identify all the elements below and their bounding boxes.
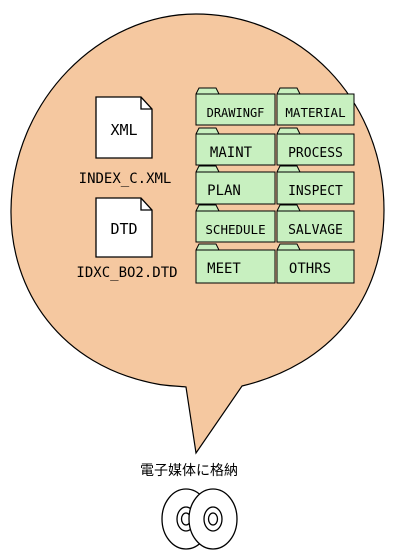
document-icon bbox=[95, 96, 153, 159]
folder-schedule: SCHEDULE bbox=[195, 204, 276, 243]
document-type-label: XML bbox=[110, 121, 137, 139]
dtd-document: DTD bbox=[95, 197, 153, 258]
folder-material: MATERIAL bbox=[276, 87, 355, 126]
folder-label: PROCESS bbox=[288, 146, 343, 161]
folder-process: PROCESS bbox=[276, 127, 355, 166]
folder-maint: MAINT bbox=[195, 127, 276, 166]
folder-label: MATERIAL bbox=[285, 105, 345, 120]
folder-meet: MEET bbox=[195, 243, 276, 284]
folder-othrs: OTHRS bbox=[276, 243, 355, 284]
folder-label: SALVAGE bbox=[288, 223, 343, 238]
folder-column-right: MATERIAL PROCESS INSPECT SALVAGE OTHRS bbox=[276, 87, 355, 284]
cd-disc-front bbox=[188, 488, 238, 550]
folder-inspect: INSPECT bbox=[276, 165, 355, 205]
storage-caption: 電子媒体に格納 bbox=[140, 463, 238, 479]
folder-label: MEET bbox=[207, 261, 241, 277]
xml-filename: INDEX_C.XML bbox=[79, 171, 172, 187]
folder-label: INSPECT bbox=[288, 184, 343, 199]
folder-label: SCHEDULE bbox=[205, 222, 265, 237]
cd-disc-icon bbox=[161, 488, 238, 550]
folder-label: DRAWINGF bbox=[207, 106, 265, 120]
document-icon bbox=[95, 197, 153, 258]
xml-document: XML bbox=[95, 96, 153, 159]
folder-salvage: SALVAGE bbox=[276, 204, 355, 243]
folder-plan: PLAN bbox=[195, 165, 276, 205]
dtd-filename: IDXC_BO2.DTD bbox=[76, 265, 177, 281]
folder-column-left: DRAWINGF MAINT PLAN SCHEDULE MEET bbox=[195, 87, 276, 284]
folder-label: MAINT bbox=[210, 145, 253, 161]
folder-drawingf: DRAWINGF bbox=[195, 87, 276, 126]
folder-label: OTHRS bbox=[289, 261, 331, 277]
document-type-label: DTD bbox=[110, 220, 137, 238]
folder-label: PLAN bbox=[207, 183, 241, 199]
